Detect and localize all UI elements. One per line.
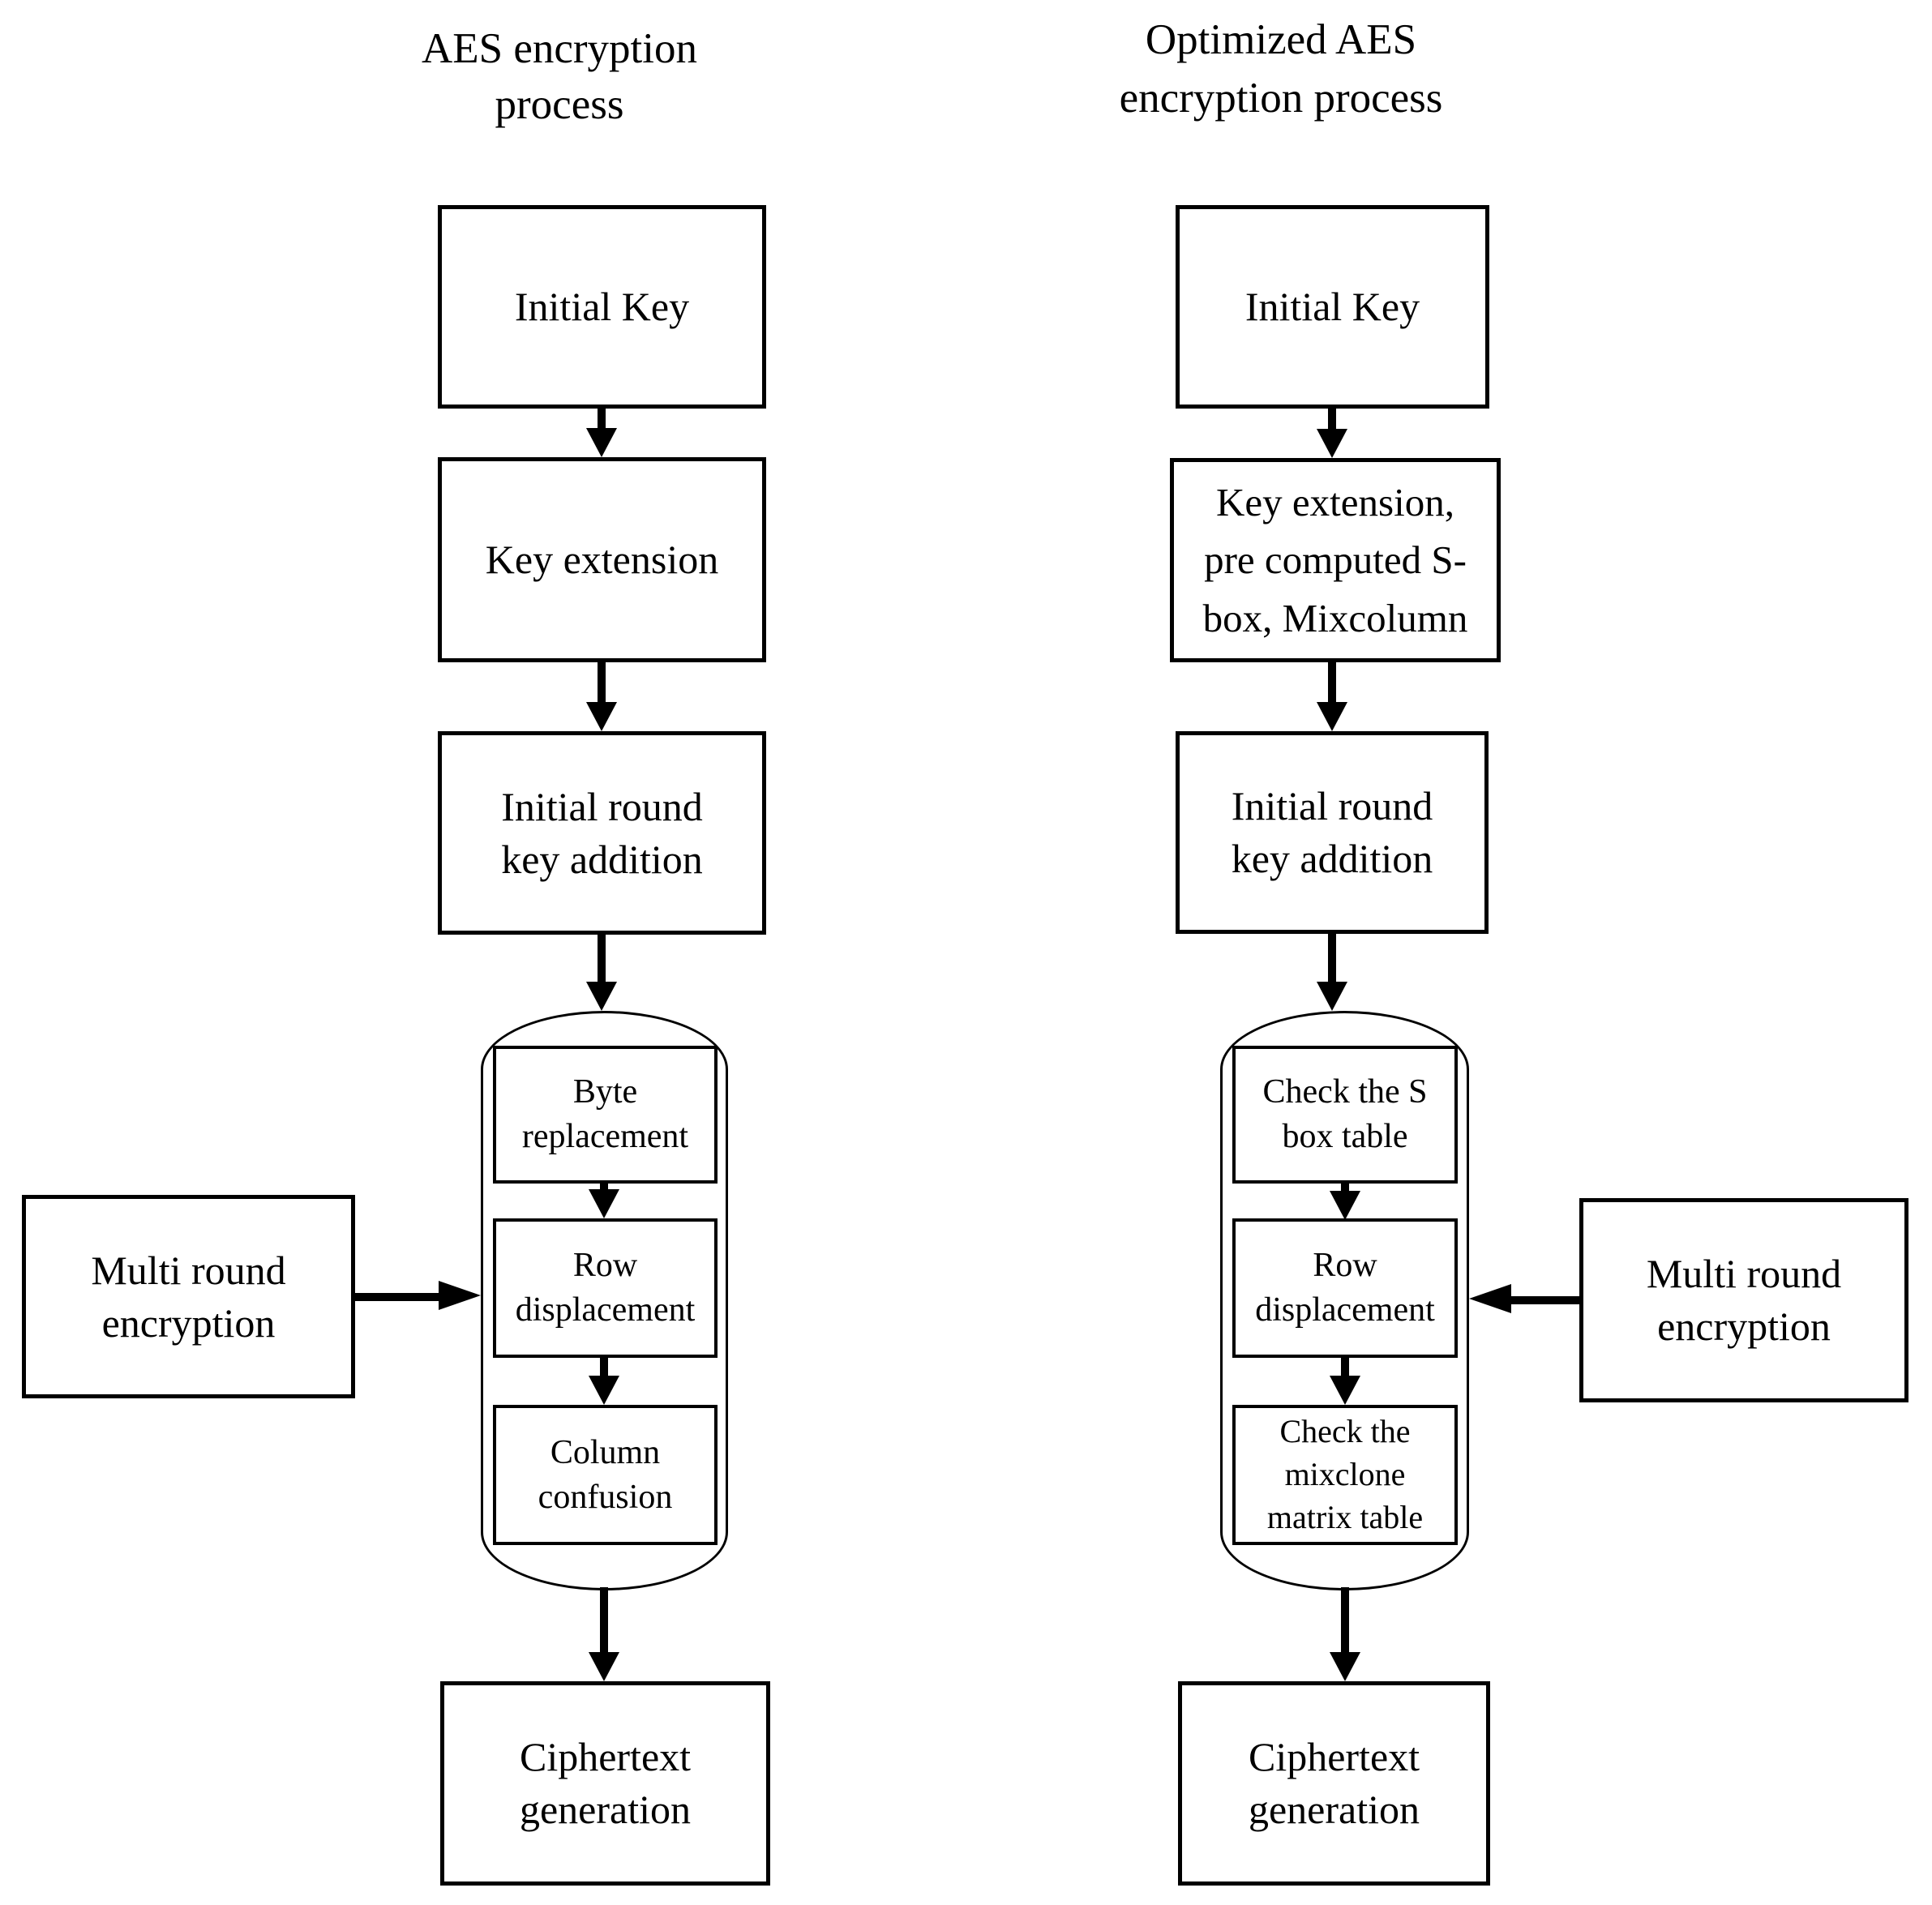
key-extension-precomputed-box-right: Key extension, pre computed S- box, Mixc…	[1170, 458, 1501, 662]
arrow-multiround-to-rounds-right	[1469, 1284, 1579, 1316]
multi-round-encryption-box-right: Multi round encryption	[1579, 1198, 1908, 1402]
arrow-row-to-mixclone-right	[1330, 1358, 1360, 1405]
arrow-shaft	[600, 1358, 608, 1381]
initial-key-box-right: Initial Key	[1176, 205, 1489, 409]
down-arrowhead-icon	[589, 1652, 619, 1681]
multi-round-encryption-box-left: Multi round encryption	[22, 1195, 355, 1398]
down-arrowhead-icon	[1330, 1652, 1360, 1681]
column-confusion-box: Column confusion	[493, 1405, 718, 1545]
down-arrowhead-icon	[1317, 702, 1347, 731]
arrow-multiround-to-rounds-left	[355, 1281, 481, 1313]
arrow-shaft	[598, 662, 606, 707]
down-arrowhead-icon	[1330, 1191, 1360, 1220]
arrow-shaft	[355, 1293, 445, 1301]
row-displacement-box-left: Row displacement	[493, 1218, 718, 1358]
down-arrowhead-icon	[1330, 1376, 1360, 1405]
arrow-initialkey-to-keyextension-right	[1317, 409, 1347, 458]
left-flow-title: AES encryption process	[421, 25, 698, 128]
arrow-keyextension-to-roundkey-right	[1317, 662, 1347, 731]
down-arrowhead-icon	[586, 982, 617, 1011]
arrow-keyextension-to-roundkey-left	[586, 662, 617, 731]
arrow-roundkey-to-rounds-right	[1317, 934, 1347, 1011]
arrow-shaft	[598, 409, 606, 433]
down-arrowhead-icon	[589, 1376, 619, 1405]
byte-replacement-box: Byte replacement	[493, 1046, 718, 1184]
key-extension-box-left: Key extension	[438, 457, 766, 662]
down-arrowhead-icon	[1317, 982, 1347, 1011]
down-arrowhead-icon	[586, 702, 617, 731]
arrow-shaft	[1341, 1587, 1349, 1657]
arrow-roundkey-to-rounds-left	[586, 935, 617, 1011]
initial-round-key-addition-box-left: Initial round key addition	[438, 731, 766, 935]
arrow-shaft	[600, 1184, 608, 1194]
right-flow-title: Optimized AES encryption process	[1119, 16, 1443, 122]
arrow-sbox-to-row-right	[1330, 1184, 1360, 1220]
arrow-row-to-column-left	[589, 1358, 619, 1405]
down-arrowhead-icon	[1317, 429, 1347, 458]
down-arrowhead-icon	[589, 1189, 619, 1218]
arrow-shaft	[1328, 662, 1336, 707]
initial-key-box-left: Initial Key	[438, 205, 766, 409]
check-sbox-table-box: Check the S box table	[1232, 1046, 1458, 1184]
arrow-shaft	[1505, 1296, 1579, 1304]
arrow-initialkey-to-keyextension-left	[586, 409, 617, 457]
initial-round-key-addition-box-right: Initial round key addition	[1176, 731, 1489, 934]
arrow-shaft	[1341, 1358, 1349, 1381]
arrow-shaft	[598, 935, 606, 987]
arrow-shaft	[600, 1587, 608, 1657]
arrow-shaft	[1328, 934, 1336, 987]
arrow-rounds-to-ciphertext-left	[589, 1587, 619, 1681]
down-arrowhead-icon	[586, 428, 617, 457]
arrow-rounds-to-ciphertext-right	[1330, 1587, 1360, 1681]
ciphertext-generation-box-left: Ciphertext generation	[440, 1681, 770, 1886]
check-mixclone-matrix-table-box: Check the mixclone matrix table	[1232, 1405, 1458, 1545]
row-displacement-box-right: Row displacement	[1232, 1218, 1458, 1358]
arrow-shaft	[1328, 409, 1336, 434]
right-arrowhead-icon	[439, 1281, 481, 1310]
arrow-shaft	[1341, 1184, 1349, 1196]
left-arrowhead-icon	[1469, 1284, 1511, 1313]
arrow-byte-to-row-left	[589, 1184, 619, 1218]
ciphertext-generation-box-right: Ciphertext generation	[1178, 1681, 1490, 1886]
